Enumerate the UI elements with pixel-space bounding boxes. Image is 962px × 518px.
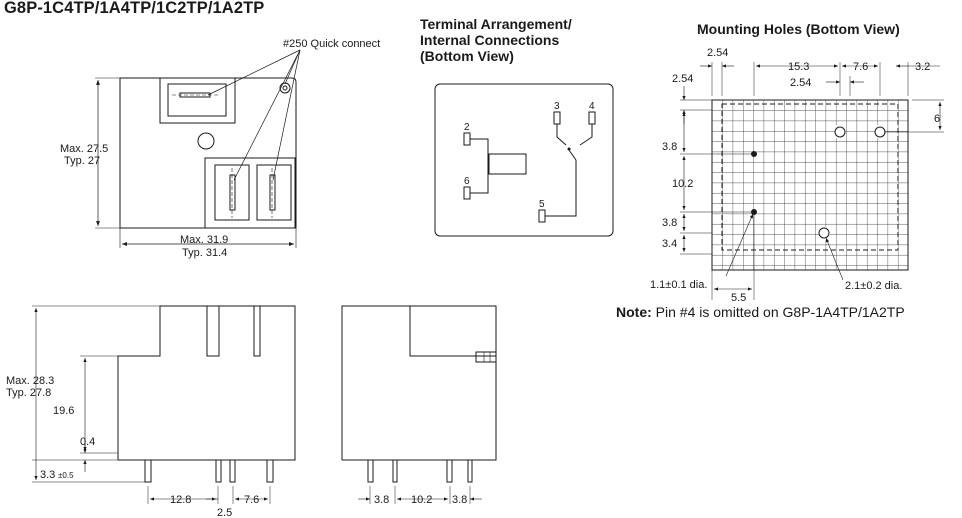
top-height-max: Max. 27.5 [60,143,108,155]
mounting-outline [711,99,909,271]
large-hole-label: 2.1±0.2 dia. [845,280,902,292]
dim-2-54-left: 2.54 [672,73,693,85]
large-hole-3 [818,227,830,239]
front-height-typ: Typ. 27.8 [6,387,51,399]
terminal-arrangement [434,83,614,237]
dim-0-4: 0.4 [80,436,95,448]
top-width-typ: Typ. 31.4 [182,247,227,259]
mounting-holes [680,62,944,300]
terminal-outline [434,83,614,237]
dim-6: 6 [934,113,940,125]
corner-hole [279,82,291,94]
pin-label-6: 6 [464,176,470,187]
quick-connect-terminal-left [229,174,236,211]
dim-12-8: 12.8 [170,494,191,506]
side-clip [475,351,497,363]
side-dim-3-8-right: 3.8 [452,494,467,506]
front-pin-3 [229,459,236,483]
pin-label-2: 2 [464,122,470,133]
side-view-outline [341,305,497,461]
side-view [341,305,497,504]
pin-note: Note: Pin #4 is omitted on G8P-1A4TP/1A2… [616,304,905,320]
pin-3 [553,111,561,125]
side-dim-10-2: 10.2 [411,494,432,506]
center-hole [197,132,215,150]
top-view-recess-inner [167,83,227,117]
side-pin-4 [467,459,473,483]
pin-4 [588,111,596,125]
note-label: Note: [616,304,652,320]
side-dim-3-8-left: 3.8 [374,494,389,506]
terminal-arrangement-heading: Terminal Arrangement/ Internal Connectio… [420,16,572,64]
terminal-heading-line2: Internal Connections [420,32,560,48]
dim-2-5: 2.5 [217,507,232,518]
note-text: Pin #4 is omitted on G8P-1A4TP/1A2TP [651,304,905,320]
side-pin-3 [446,459,453,483]
pin-label-3: 3 [554,101,560,112]
top-view [95,49,301,248]
front-pin-4 [266,459,274,483]
dim-5-5: 5.5 [731,292,746,304]
dim-15-3: 15.3 [788,61,809,73]
dim-2-54-top: 2.54 [707,47,728,59]
pin-2 [463,132,471,146]
front-view [32,305,296,504]
bottom-terminal-block [204,157,296,229]
top-view-recess [159,77,236,124]
front-pin-2 [215,459,222,483]
large-hole-1 [834,126,846,138]
dim-7-6-front: 7.6 [244,494,259,506]
top-height-typ: Typ. 27 [64,155,100,167]
small-hole-label: 1.1±0.1 dia. [650,279,707,291]
front-terminal-1 [206,305,220,357]
front-pin-1 [144,459,152,483]
terminal-heading-line3: (Bottom View) [420,48,514,64]
quick-connect-terminal-right [269,174,276,211]
quick-connect-label: #250 Quick connect [283,38,380,50]
side-pin-1 [367,459,374,483]
dim-3-3-tolerance: ±0.5 [58,471,74,480]
dim-19-6: 19.6 [53,405,74,417]
dim-2-54-mid: 2.54 [790,77,811,89]
top-view-outline [119,77,297,229]
pin-label-5: 5 [539,199,545,210]
dim-7-6-mount: 7.6 [853,61,868,73]
dim-3-3: 3.3 [40,469,55,481]
side-pin-2 [392,459,398,483]
dim-10-2-mount: 10.2 [672,178,693,190]
pin-6 [463,186,471,200]
top-width-max: Max. 31.9 [180,234,228,246]
pin-label-4: 4 [589,101,595,112]
front-terminal-2 [253,305,261,357]
mounting-holes-heading: Mounting Holes (Bottom View) [697,21,900,37]
dim-3-2: 3.2 [915,61,930,73]
page-title: G8P-1C4TP/1A4TP/1C2TP/1A2TP [4,0,265,17]
dim-3-8-a: 3.8 [662,141,677,153]
dim-3-4: 3.4 [662,238,677,250]
contact-switch [568,149,577,161]
dim-3-8-b: 3.8 [662,217,677,229]
front-height-max: Max. 28.3 [6,375,54,387]
terminal-heading-line1: Terminal Arrangement/ [420,16,572,32]
pin-5 [538,209,546,223]
large-hole-2 [874,126,886,138]
coil [488,153,527,175]
relay-footprint-dashed [721,103,899,251]
